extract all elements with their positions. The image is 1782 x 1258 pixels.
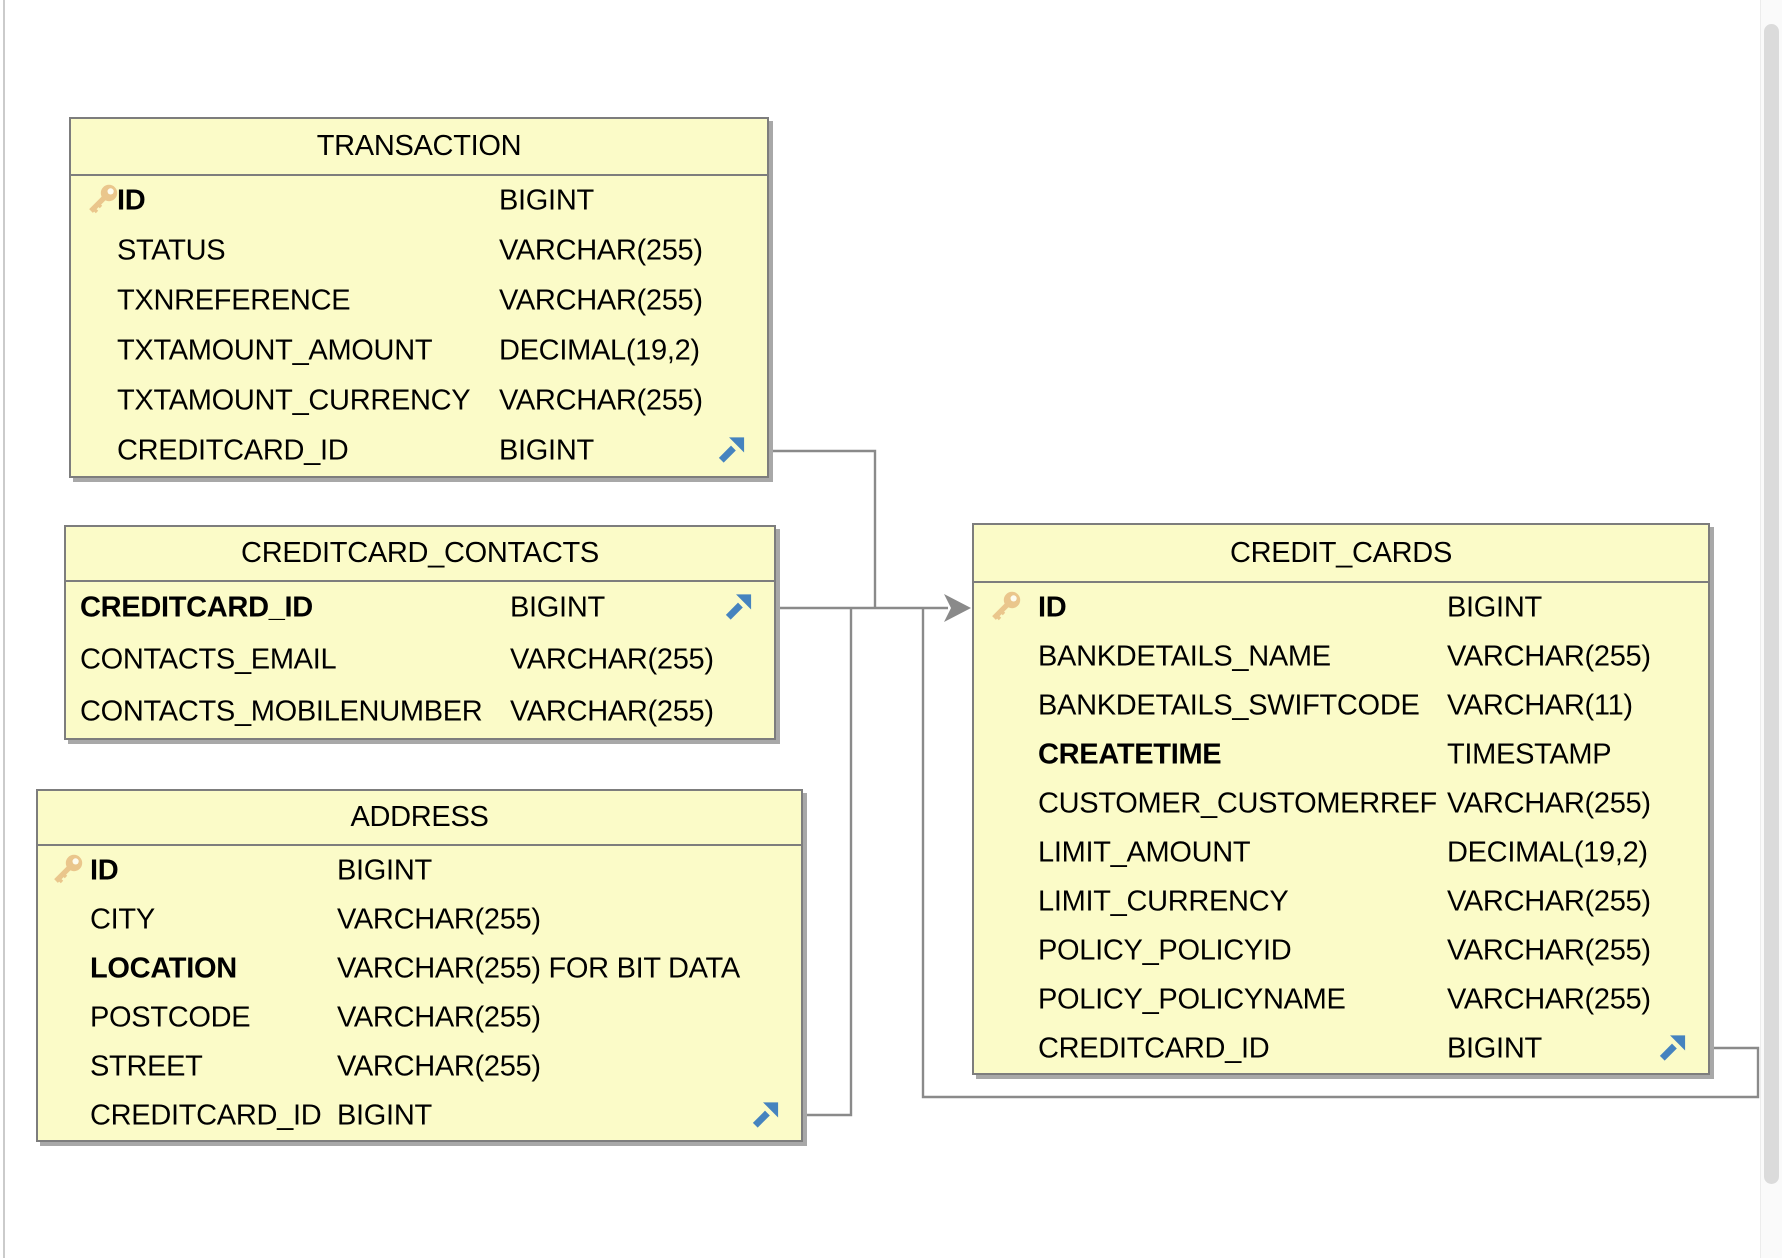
- fk-arrow-icon: [748, 1099, 781, 1132]
- column-type: DECIMAL(19,2): [1447, 836, 1648, 868]
- column-type: VARCHAR(255): [1447, 787, 1651, 819]
- column-type: TIMESTAMP: [1447, 738, 1612, 770]
- column-name: CITY: [90, 903, 155, 935]
- column-type: VARCHAR(255): [499, 284, 703, 317]
- table-row[interactable]: ID BIGINT: [974, 583, 1708, 632]
- table-row[interactable]: TXTAMOUNT_AMOUNT DECIMAL(19,2): [71, 326, 767, 376]
- table-row[interactable]: TXTAMOUNT_CURRENCY VARCHAR(255): [71, 376, 767, 426]
- column-name: POLICY_POLICYNAME: [1038, 983, 1346, 1015]
- table-row[interactable]: CREDITCARD_ID BIGINT: [38, 1091, 801, 1140]
- column-name: ID: [90, 854, 119, 886]
- column-name: CREDITCARD_ID: [117, 434, 349, 467]
- column-list: ID BIGINT STATUS VARCHAR(255) TXNREFERENCE VA…: [71, 176, 767, 476]
- table-row[interactable]: CITY VARCHAR(255): [38, 895, 801, 944]
- column-name: CUSTOMER_CUSTOMERREF: [1038, 787, 1437, 819]
- column-name: ID: [117, 184, 146, 217]
- column-type: BIGINT: [499, 184, 594, 217]
- column-type: VARCHAR(11): [1447, 689, 1633, 721]
- entity-address[interactable]: ADDRESS ID BIGINT CITY VARCHAR(255) LOCATION…: [36, 789, 803, 1142]
- column-name: CREATETIME: [1038, 738, 1222, 770]
- column-type: VARCHAR(255): [337, 1050, 541, 1082]
- column-type: VARCHAR(255): [510, 643, 714, 676]
- column-name: ID: [1038, 591, 1067, 623]
- column-name: TXTAMOUNT_AMOUNT: [117, 334, 433, 367]
- column-name: CREDITCARD_ID: [90, 1099, 322, 1131]
- column-type: BIGINT: [1447, 1032, 1542, 1064]
- entity-credit-cards[interactable]: CREDIT_CARDS ID BIGINT BANKDETAILS_NAME VAR…: [972, 523, 1710, 1075]
- table-row[interactable]: POSTCODE VARCHAR(255): [38, 993, 801, 1042]
- column-name: POLICY_POLICYID: [1038, 934, 1292, 966]
- table-row[interactable]: CREDITCARD_ID BIGINT: [66, 582, 774, 634]
- column-type: VARCHAR(255): [337, 1001, 541, 1033]
- table-row[interactable]: CONTACTS_EMAIL VARCHAR(255): [66, 634, 774, 686]
- table-row[interactable]: CUSTOMER_CUSTOMERREF VARCHAR(255): [974, 779, 1708, 828]
- column-type: BIGINT: [499, 434, 594, 467]
- entity-title[interactable]: TRANSACTION: [71, 119, 767, 176]
- column-name: LIMIT_CURRENCY: [1038, 885, 1289, 917]
- table-row[interactable]: LIMIT_AMOUNT DECIMAL(19,2): [974, 828, 1708, 877]
- table-row[interactable]: TXNREFERENCE VARCHAR(255): [71, 276, 767, 326]
- entity-title[interactable]: ADDRESS: [38, 791, 801, 846]
- fk-arrow-icon: [1655, 1032, 1688, 1065]
- key-icon: [986, 589, 1024, 627]
- column-list: ID BIGINT CITY VARCHAR(255) LOCATION VARCHAR(…: [38, 846, 801, 1140]
- key-icon: [83, 182, 121, 220]
- table-row[interactable]: POLICY_POLICYNAME VARCHAR(255): [974, 975, 1708, 1024]
- column-type: BIGINT: [337, 854, 432, 886]
- entity-title[interactable]: CREDIT_CARDS: [974, 525, 1708, 583]
- scrollbar-thumb[interactable]: [1764, 24, 1779, 1184]
- column-type: VARCHAR(255): [510, 695, 714, 728]
- table-row[interactable]: ID BIGINT: [71, 176, 767, 226]
- column-type: BIGINT: [337, 1099, 432, 1131]
- entity-creditcard-contacts[interactable]: CREDITCARD_CONTACTS CREDITCARD_ID BIGINT …: [64, 525, 776, 740]
- column-name: TXTAMOUNT_CURRENCY: [117, 384, 471, 417]
- table-row[interactable]: CREDITCARD_ID BIGINT: [974, 1024, 1708, 1073]
- column-type: VARCHAR(255): [1447, 934, 1651, 966]
- table-row[interactable]: STATUS VARCHAR(255): [71, 226, 767, 276]
- vertical-scrollbar[interactable]: [1760, 0, 1782, 1258]
- column-type: VARCHAR(255): [1447, 640, 1651, 672]
- column-name: POSTCODE: [90, 1001, 251, 1033]
- table-row[interactable]: BANKDETAILS_NAME VARCHAR(255): [974, 632, 1708, 681]
- column-name: TXNREFERENCE: [117, 284, 351, 317]
- table-row[interactable]: STREET VARCHAR(255): [38, 1042, 801, 1091]
- table-row[interactable]: CONTACTS_MOBILENUMBER VARCHAR(255): [66, 686, 774, 738]
- column-name: CONTACTS_EMAIL: [80, 643, 337, 676]
- column-type: DECIMAL(19,2): [499, 334, 700, 367]
- entity-title[interactable]: CREDITCARD_CONTACTS: [66, 527, 774, 582]
- table-row[interactable]: LOCATION VARCHAR(255) FOR BIT DATA: [38, 944, 801, 993]
- table-row[interactable]: POLICY_POLICYID VARCHAR(255): [974, 926, 1708, 975]
- key-icon: [48, 852, 86, 890]
- column-name: CREDITCARD_ID: [80, 591, 313, 624]
- column-name: CREDITCARD_ID: [1038, 1032, 1270, 1064]
- table-row[interactable]: ID BIGINT: [38, 846, 801, 895]
- column-name: LOCATION: [90, 952, 237, 984]
- column-type: VARCHAR(255): [499, 234, 703, 267]
- table-row[interactable]: BANKDETAILS_SWIFTCODE VARCHAR(11): [974, 681, 1708, 730]
- column-type: VARCHAR(255): [1447, 983, 1651, 1015]
- column-type: VARCHAR(255) FOR BIT DATA: [337, 952, 740, 984]
- column-name: BANKDETAILS_NAME: [1038, 640, 1331, 672]
- column-type: VARCHAR(255): [337, 903, 541, 935]
- fk-arrow-icon: [714, 435, 747, 468]
- column-name: BANKDETAILS_SWIFTCODE: [1038, 689, 1420, 721]
- table-row[interactable]: LIMIT_CURRENCY VARCHAR(255): [974, 877, 1708, 926]
- table-row[interactable]: CREDITCARD_ID BIGINT: [71, 426, 767, 476]
- column-list: CREDITCARD_ID BIGINT CONTACTS_EMAIL VARCHA…: [66, 582, 774, 738]
- column-type: VARCHAR(255): [499, 384, 703, 417]
- panel-edge-divider: [3, 0, 5, 1258]
- column-type: VARCHAR(255): [1447, 885, 1651, 917]
- column-name: CONTACTS_MOBILENUMBER: [80, 695, 483, 728]
- column-type: BIGINT: [1447, 591, 1542, 623]
- column-name: STREET: [90, 1050, 203, 1082]
- column-type: BIGINT: [510, 591, 605, 624]
- arrowhead: [944, 594, 971, 622]
- table-row[interactable]: CREATETIME TIMESTAMP: [974, 730, 1708, 779]
- fk-arrow-icon: [721, 592, 754, 625]
- column-name: LIMIT_AMOUNT: [1038, 836, 1251, 868]
- column-name: STATUS: [117, 234, 226, 267]
